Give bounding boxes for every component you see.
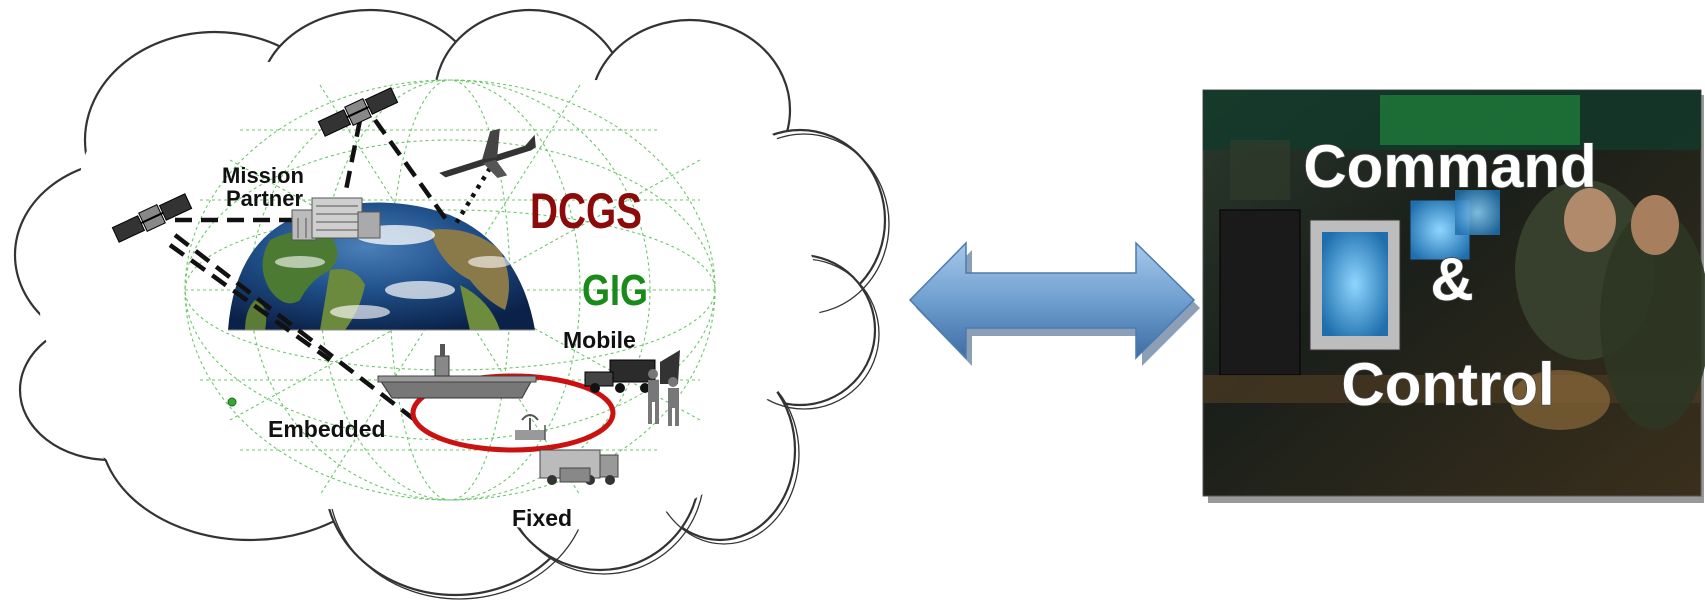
mobile-vehicles-icon xyxy=(584,350,680,393)
soldiers-icon xyxy=(648,369,679,426)
label-dcgs: DCGS xyxy=(530,183,642,239)
aircraft-carrier-icon xyxy=(377,344,537,399)
label-mobile: Mobile xyxy=(563,327,636,353)
aircraft-icon xyxy=(439,128,536,178)
photo-title-control: Control xyxy=(1341,351,1554,418)
satellite-icon xyxy=(111,193,193,243)
photo-title-command: Command xyxy=(1303,133,1596,200)
photo-title-ampersand: & xyxy=(1430,246,1473,313)
label-gig: GIG xyxy=(582,266,648,315)
label-embedded: Embedded xyxy=(268,416,386,442)
label-mission-partner-line2: Partner xyxy=(226,186,303,211)
node-icon xyxy=(227,397,237,407)
satellite-icon xyxy=(317,87,399,137)
ground-station-icon xyxy=(515,414,546,440)
fixed-trucks-icon xyxy=(539,449,619,485)
label-fixed: Fixed xyxy=(512,505,572,531)
aircraft-link xyxy=(453,166,492,227)
comm-links xyxy=(168,118,452,422)
mission-partner-building-icon xyxy=(291,197,381,241)
bidirectional-arrow xyxy=(908,241,1200,366)
label-mission-partner-line1: Mission xyxy=(222,163,304,188)
command-control-photo xyxy=(1202,89,1705,503)
